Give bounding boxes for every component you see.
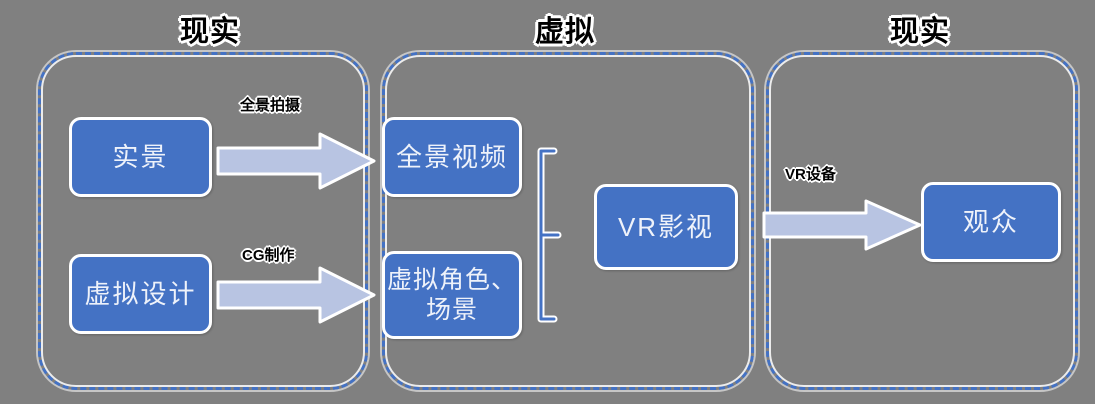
group-title-reality-left: 现实	[179, 16, 240, 48]
node-audience[interactable]: 观众	[921, 182, 1061, 262]
node-panoramic-video[interactable]: 全景视频	[382, 117, 522, 197]
arrow-label-vr-device: VR设备	[785, 166, 836, 183]
group-title-reality-right: 现实	[889, 16, 950, 48]
node-virtual-characters-scenes-label: 虚拟角色、 场景	[387, 265, 517, 325]
node-virtual-characters-scenes-line2: 场景	[425, 296, 478, 324]
node-panoramic-video-label: 全景视频	[395, 141, 508, 172]
node-audience-label: 观众	[962, 206, 1019, 237]
grouping-brace-icon	[536, 147, 566, 323]
node-virtual-design[interactable]: 虚拟设计	[69, 254, 212, 334]
panel-reality-left	[38, 52, 368, 390]
node-virtual-characters-scenes[interactable]: 虚拟角色、 场景	[382, 251, 522, 339]
arrow-label-cg-production: CG制作	[242, 247, 295, 264]
arrow-cg-production	[216, 266, 376, 324]
node-vr-film[interactable]: VR影视	[594, 184, 738, 270]
node-real-scene[interactable]: 实景	[69, 117, 212, 197]
group-title-virtual: 虚拟	[534, 16, 595, 48]
node-vr-film-label: VR影视	[617, 211, 715, 242]
node-real-scene-label: 实景	[112, 141, 169, 172]
arrow-vr-device	[762, 199, 922, 251]
node-virtual-design-label: 虚拟设计	[84, 278, 197, 309]
arrow-panoramic-shooting	[216, 132, 376, 190]
arrow-label-panoramic-shooting: 全景拍摄	[240, 97, 301, 114]
panel-virtual	[382, 52, 754, 390]
node-virtual-characters-scenes-line1: 虚拟角色、	[386, 266, 517, 294]
